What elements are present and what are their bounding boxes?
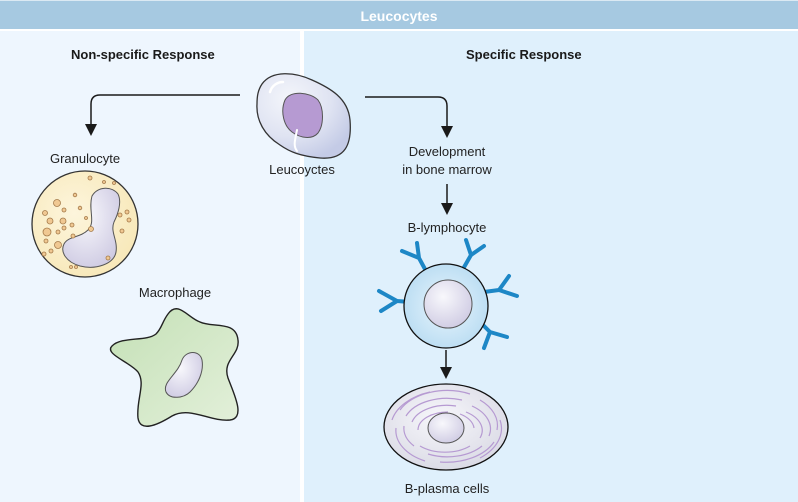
granulocyte-cell bbox=[31, 170, 139, 278]
non-specific-title: Non-specific Response bbox=[71, 47, 215, 62]
diagram-title: Leucocytes bbox=[0, 0, 798, 29]
granules bbox=[41, 175, 132, 269]
macrophage-cell bbox=[109, 308, 239, 427]
leucocyte-cell bbox=[256, 73, 351, 159]
arrow-to-b-plasma bbox=[440, 350, 452, 379]
development-label-line2: in bone marrow bbox=[402, 162, 492, 177]
arrow-to-granulocyte bbox=[85, 94, 240, 136]
specific-title: Specific Response bbox=[466, 47, 582, 62]
arrow-to-development bbox=[365, 96, 453, 138]
b-lymphocyte-label: B-lymphocyte bbox=[407, 220, 487, 235]
granulocyte-label: Granulocyte bbox=[49, 151, 121, 166]
macrophage-label: Macrophage bbox=[138, 285, 212, 300]
endoplasmic-reticulum bbox=[391, 389, 503, 463]
leucocytes-label: Leucoyctes bbox=[269, 162, 335, 177]
b-plasma-cell bbox=[383, 383, 509, 471]
development-label: Development in bone marrow bbox=[387, 143, 507, 179]
arrow-to-b-lymphocyte bbox=[441, 184, 453, 215]
b-lymphocyte-cell bbox=[377, 238, 519, 350]
development-label-line1: Development bbox=[408, 144, 486, 159]
b-plasma-label: B-plasma cells bbox=[404, 481, 490, 496]
